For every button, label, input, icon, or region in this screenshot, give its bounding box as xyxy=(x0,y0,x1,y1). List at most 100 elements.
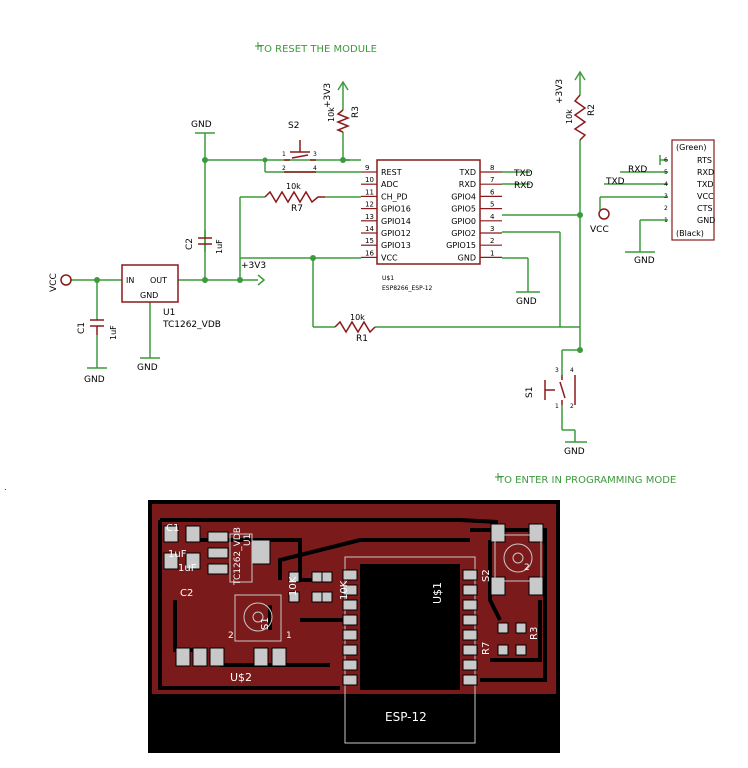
ftdi-pin-number: 5 xyxy=(664,169,668,176)
c2-value: 1uF xyxy=(215,239,224,254)
pad-r7-b xyxy=(311,591,323,603)
us1-right-pin-number: 3 xyxy=(490,225,494,233)
us1-right-pin-number: 6 xyxy=(490,188,495,196)
pcb-c2-value: 1uF xyxy=(178,563,197,574)
s1-button-inner xyxy=(252,611,264,623)
u1-value: TC1262_VDB xyxy=(162,320,221,330)
s2-pin-2: 2 xyxy=(282,165,286,172)
r7-ref: R7 xyxy=(291,204,303,214)
s2-ref: S2 xyxy=(288,121,299,131)
power-arrows xyxy=(257,70,586,286)
us1-right-pin-name: GPIO2 xyxy=(451,229,476,238)
c1-ref: C1 xyxy=(77,322,87,334)
pcb-r7: R7 xyxy=(481,642,492,655)
ftdi-pin-name: RXD xyxy=(697,168,714,177)
r1-value: 10k xyxy=(350,313,365,322)
gnd-label-c2: GND xyxy=(191,120,212,130)
pad-r-b xyxy=(288,591,300,603)
pcb-s1-pin-2: 2 xyxy=(228,631,234,641)
us1-right-pin-number: 5 xyxy=(490,201,494,209)
ftdi-pin-name: GND xyxy=(697,216,715,225)
u1-body xyxy=(121,264,179,303)
pad-r-a xyxy=(288,571,300,583)
us1-left-pin-name: GPIO13 xyxy=(381,241,411,250)
resistors xyxy=(264,94,587,334)
pad-c2-a xyxy=(163,552,179,570)
pad-s2-c xyxy=(490,576,506,596)
pcb-esp-left-pad xyxy=(342,674,358,686)
gnd-label-esp: GND xyxy=(516,297,537,307)
us1-right-pin-number: 4 xyxy=(490,213,495,221)
wires xyxy=(70,88,668,443)
pad-c1-b xyxy=(185,525,201,543)
us1-right-pin-number: 7 xyxy=(490,176,494,184)
r3-value: 10k xyxy=(327,107,336,122)
pad-u1-1 xyxy=(207,531,229,543)
us1-left-pin-number: 11 xyxy=(365,188,374,196)
pad-r3-d xyxy=(515,644,527,656)
us1-right-pin-name: RXD xyxy=(459,180,476,189)
pad-s2-b xyxy=(528,523,544,543)
capacitors xyxy=(90,237,212,335)
us1-right-pin-name: GPIO4 xyxy=(451,192,476,201)
txd-label-ftdi: TXD xyxy=(605,177,625,187)
rxd-label-esp: RXD xyxy=(514,181,533,191)
pad-r3-b xyxy=(497,644,509,656)
us1-left-pin-name: REST xyxy=(381,168,402,177)
pad-u1-2 xyxy=(207,547,229,559)
ftdi-pin-name: TXD xyxy=(696,180,714,189)
ftdi-pin-name: CTS xyxy=(697,204,713,213)
pcb-esp-right-pad xyxy=(462,674,478,686)
us1-right-pin-name: GND xyxy=(458,253,476,262)
us1-right-pin-name: GPIO0 xyxy=(451,217,476,226)
ftdi-pin-name: VCC xyxy=(697,192,714,201)
programming-note: TO ENTER IN PROGRAMMING MODE xyxy=(497,475,676,486)
switch-pin-numbers: 1 3 2 4 3 4 1 2 xyxy=(282,151,574,410)
notes: TO RESET THE MODULE TO ENTER IN PROGRAMM… xyxy=(257,44,676,486)
us1-left-pin-name: VCC xyxy=(381,253,398,262)
v33-label-r3: +3V3 xyxy=(323,83,333,108)
us1-left-pin-name: GPIO12 xyxy=(381,229,411,238)
ftdi-body xyxy=(671,139,715,241)
us1-left-pin-number: 14 xyxy=(365,225,374,233)
gnd-label-c1: GND xyxy=(84,375,105,385)
vcc-connectors xyxy=(60,208,610,286)
pcb-u1-text: TC1262_VDB xyxy=(233,527,243,586)
vcc-label-ftdi: VCC xyxy=(590,225,609,235)
pcb-esp-right-pad xyxy=(462,614,478,626)
r1-ref: R1 xyxy=(356,334,368,344)
pcb-esp-left-pad xyxy=(342,659,358,671)
pad-us2-b xyxy=(192,647,208,667)
note-markers xyxy=(255,42,502,481)
us1-ref: U$1 xyxy=(382,275,394,282)
pad-us2-c xyxy=(209,647,225,667)
s1-pin-2: 2 xyxy=(570,403,574,410)
pad-u1-tab xyxy=(251,539,271,565)
pcb-esp-left-pad xyxy=(342,614,358,626)
s1-pin-1: 1 xyxy=(555,403,559,410)
pcb-esp-right-pad xyxy=(462,659,478,671)
pad-us2-e xyxy=(271,647,287,667)
u1-outline xyxy=(229,533,253,583)
pcb-esp-right-pad xyxy=(462,629,478,641)
r3-ref: R3 xyxy=(351,106,361,118)
schematic: TO RESET THE MODULE TO ENTER IN PROGRAMM… xyxy=(4,42,715,490)
v33-label-u1: +3V3 xyxy=(241,261,266,271)
pcb-c1: C1 xyxy=(166,523,179,534)
us1-left-pin-number: 16 xyxy=(365,249,374,257)
reset-note: TO RESET THE MODULE xyxy=(257,44,377,55)
switch-s2 xyxy=(284,140,316,173)
u1-gnd-pin: GND xyxy=(140,291,158,300)
pad-r7-a xyxy=(311,571,323,583)
pcb-esp-left-pad xyxy=(342,599,358,611)
gnd-label-ftdi: GND xyxy=(634,256,655,266)
c1-value: 1uF xyxy=(109,325,118,340)
pad-r3-a xyxy=(497,622,509,634)
pcb-esp-right-pad xyxy=(462,644,478,656)
pcb-c1-value: 1uF xyxy=(168,549,187,560)
pcb-r-value-1: 10K xyxy=(288,576,299,596)
pcb-esp-left-pad xyxy=(342,569,358,581)
s2-pin-3: 3 xyxy=(313,151,317,158)
us1-left-pin-number: 13 xyxy=(365,213,374,221)
